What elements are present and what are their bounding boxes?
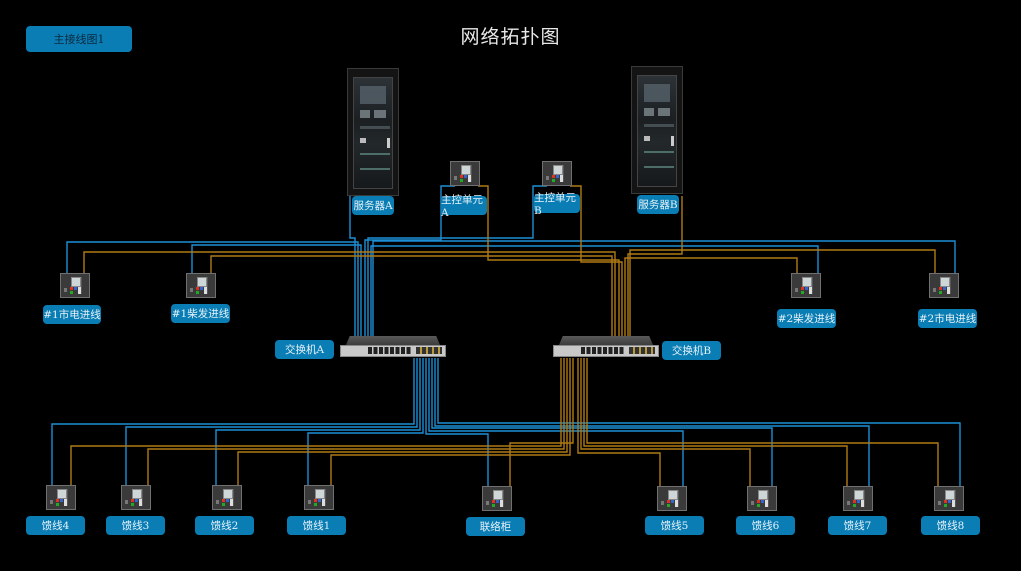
wire-a-ctrl-b <box>367 185 547 336</box>
wire-a-server-a <box>349 196 356 336</box>
feeder-device-8[interactable] <box>934 486 964 511</box>
wire-a-f2 <box>215 358 421 485</box>
switch-a-device[interactable] <box>340 336 446 358</box>
incoming-device-4[interactable] <box>929 273 959 298</box>
feeder-label-4: 馈线4 <box>26 516 85 535</box>
feeder-device-5[interactable] <box>657 486 687 511</box>
feeder-label-6: 馈线6 <box>736 516 795 535</box>
feeder-label-1: 馈线1 <box>287 516 346 535</box>
server-cabinet-b[interactable] <box>631 66 683 194</box>
incoming-label-3: #2柴发进线 <box>777 309 836 328</box>
wire-b-ctrl-b <box>570 185 623 336</box>
wire-b-in4 <box>629 249 936 336</box>
feeder-label-7: 馈线7 <box>828 516 887 535</box>
wire-b-f3 <box>147 358 565 485</box>
wire-b-in3 <box>624 257 798 336</box>
wire-a-f7 <box>434 358 870 486</box>
switch-b-device[interactable] <box>553 336 659 358</box>
wire-b-f5 <box>577 358 661 486</box>
wire-b-tie <box>509 358 574 486</box>
feeder-device-1[interactable] <box>304 485 334 510</box>
wire-b-f7 <box>583 358 848 486</box>
wire-a-tie <box>425 358 489 486</box>
feeder-device-4[interactable] <box>46 485 76 510</box>
feeder-label-5: 馈线5 <box>645 516 704 535</box>
wire-a-in1 <box>66 241 359 336</box>
feeder-device-7[interactable] <box>843 486 873 511</box>
controller-b-device[interactable] <box>542 161 572 186</box>
incoming-label-4: #2市电进线 <box>918 309 977 328</box>
wire-b-f4 <box>70 358 562 485</box>
feeder-label-2: 馈线2 <box>195 516 254 535</box>
switch-b-label: 交换机B <box>662 341 721 360</box>
tie-cabinet-label: 联络柜 <box>466 517 525 536</box>
tie-cabinet-device[interactable] <box>482 486 512 511</box>
main-wiring-diagram-button[interactable]: 主接线图1 <box>26 26 132 52</box>
wire-a-in2 <box>191 244 362 336</box>
wire-b-server-b <box>627 196 683 336</box>
wire-b-in1 <box>83 251 616 336</box>
wire-b-f6 <box>580 358 751 486</box>
wire-a-in3 <box>370 245 819 336</box>
controller-a-label: 主控单元A <box>441 194 487 219</box>
wire-a-f5 <box>428 358 684 486</box>
feeder-device-3[interactable] <box>121 485 151 510</box>
feeder-device-2[interactable] <box>212 485 242 510</box>
wire-a-f4 <box>51 358 415 485</box>
server-a-label: 服务器A <box>352 196 394 215</box>
wire-b-f2 <box>237 358 568 485</box>
wire-a-f6 <box>431 358 773 486</box>
incoming-device-3[interactable] <box>791 273 821 298</box>
wire-b-in2 <box>210 255 613 336</box>
incoming-device-2[interactable] <box>186 273 216 298</box>
feeder-label-3: 馈线3 <box>106 516 165 535</box>
switch-a-label: 交换机A <box>275 340 334 359</box>
server-cabinet-a[interactable] <box>347 68 399 196</box>
page-title: 网络拓扑图 <box>460 26 561 48</box>
wire-a-f3 <box>125 358 418 485</box>
wire-a-f8 <box>437 358 961 486</box>
wire-b-f1 <box>330 358 571 485</box>
feeder-device-6[interactable] <box>747 486 777 511</box>
controller-a-device[interactable] <box>450 161 480 186</box>
wire-b-ctrl-a <box>478 185 620 336</box>
wire-a-f1 <box>307 358 424 485</box>
wire-a-in4 <box>372 240 956 336</box>
server-b-label: 服务器B <box>637 195 679 214</box>
wire-a-ctrl-a <box>364 185 455 336</box>
incoming-label-2: #1柴发进线 <box>171 304 230 323</box>
incoming-device-1[interactable] <box>60 273 90 298</box>
incoming-label-1: #1市电进线 <box>43 305 101 324</box>
controller-b-label: 主控单元B <box>534 192 580 217</box>
feeder-label-8: 馈线8 <box>921 516 980 535</box>
wire-b-f8 <box>586 358 939 486</box>
